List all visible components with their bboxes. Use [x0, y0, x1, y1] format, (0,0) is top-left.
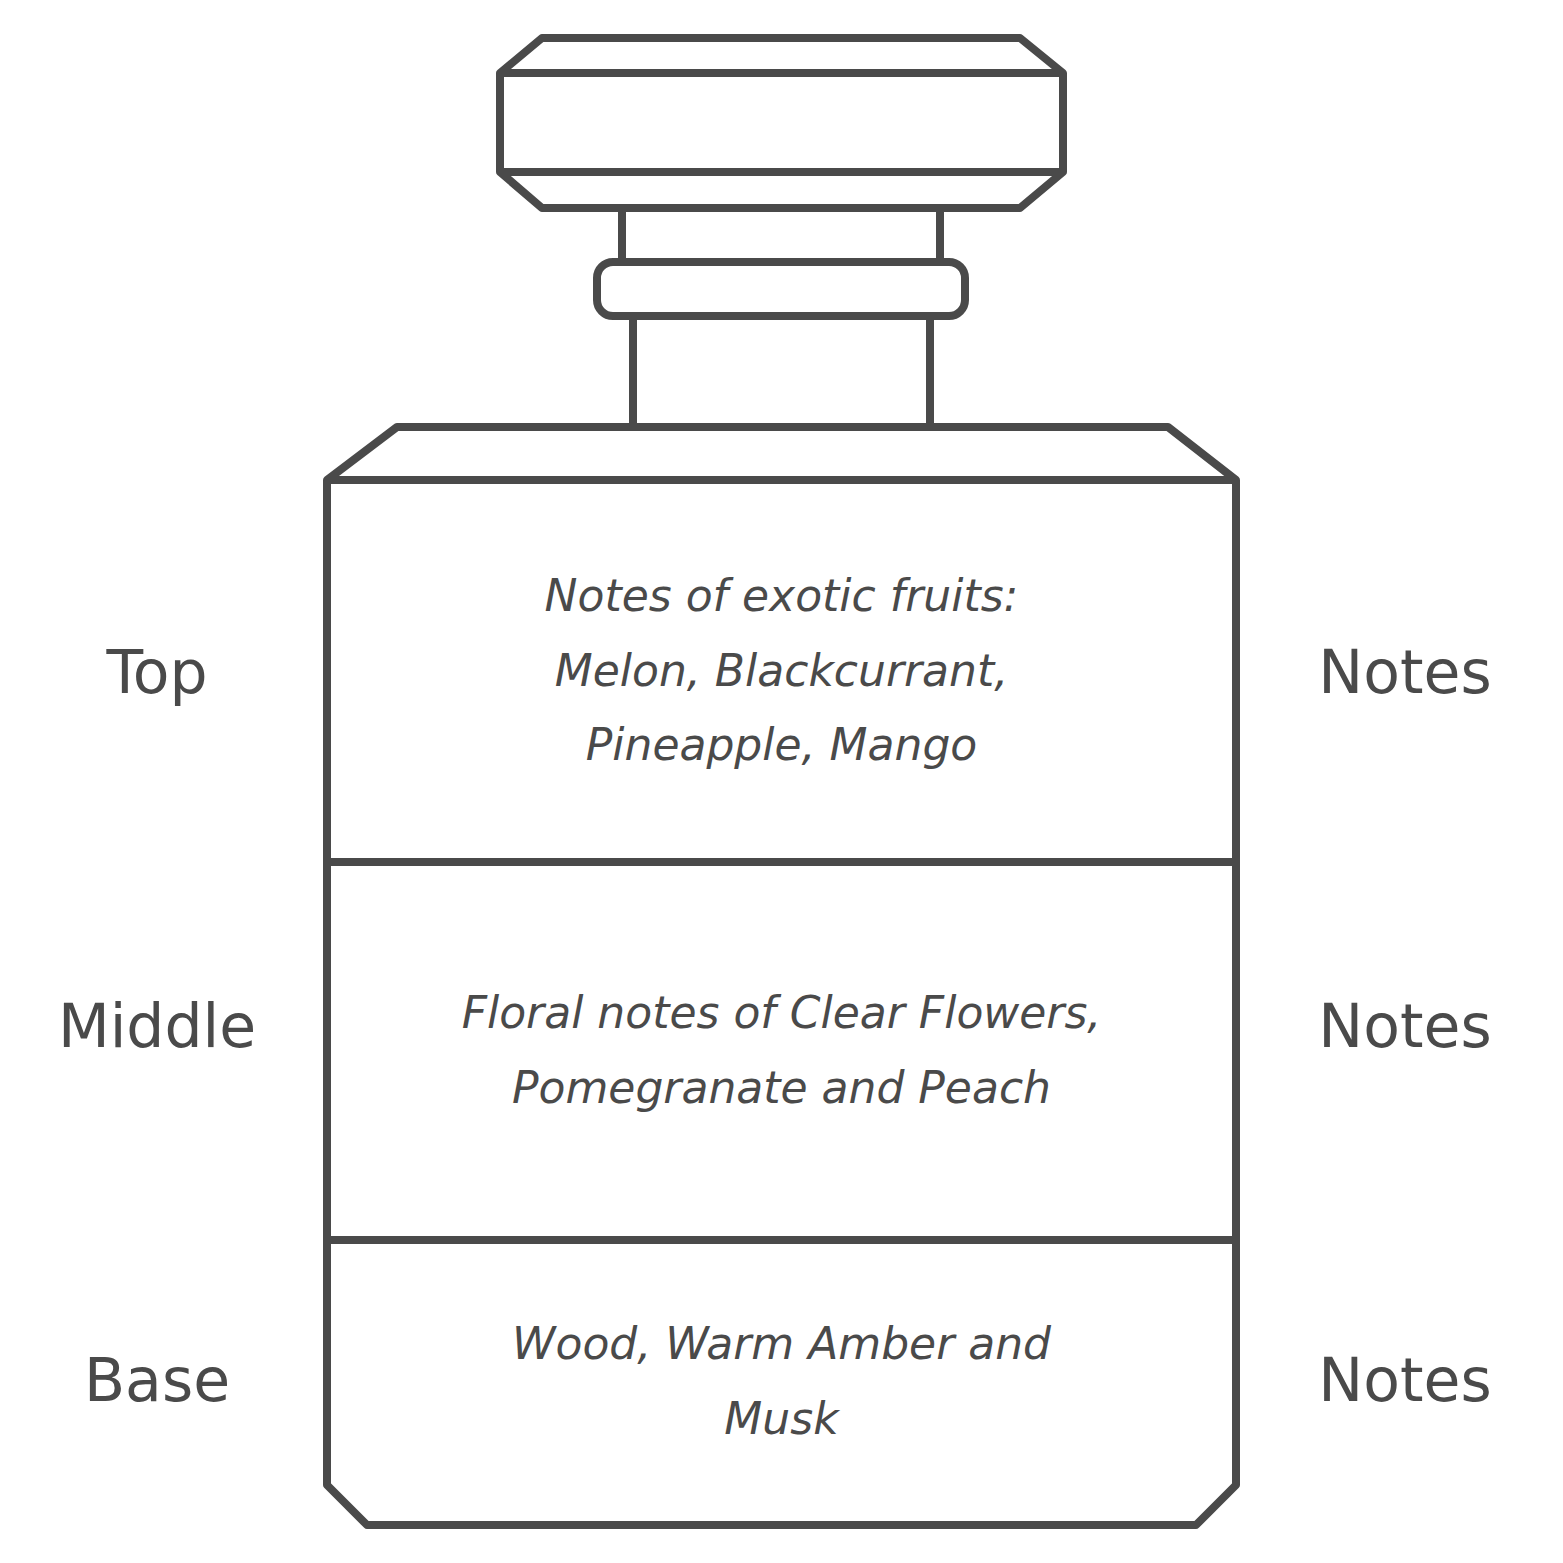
lower-neck: [633, 316, 930, 427]
bottle-body: [327, 427, 1236, 1525]
layer-label: Middle: [58, 991, 256, 1061]
notes-text: Wood, Warm Amber and Musk: [452, 1307, 1112, 1457]
layer-label: Top: [106, 637, 207, 707]
layer-label: Notes: [1318, 991, 1491, 1061]
notes-text: Notes of exotic fruits: Melon, Blackcurr…: [502, 559, 1062, 783]
layer-label: Base: [84, 1345, 230, 1415]
band-divider: [327, 858, 1236, 866]
upper-neck: [622, 208, 940, 262]
notes-text: Floral notes of Clear Flowers, Pomegrana…: [402, 976, 1162, 1126]
layer-label: Notes: [1318, 1345, 1491, 1415]
layer-label: Notes: [1318, 637, 1491, 707]
notes-band: Wood, Warm Amber and Musk: [335, 1246, 1228, 1518]
cap-line: [500, 69, 1063, 77]
neck-ring: [597, 262, 965, 316]
shoulder-line: [327, 476, 1236, 484]
notes-band: Floral notes of Clear Flowers, Pomegrana…: [335, 868, 1228, 1234]
cap-line: [500, 168, 1063, 176]
bottle-cap: [500, 38, 1063, 208]
band-divider: [327, 1236, 1236, 1244]
notes-band: Notes of exotic fruits: Melon, Blackcurr…: [335, 486, 1228, 856]
